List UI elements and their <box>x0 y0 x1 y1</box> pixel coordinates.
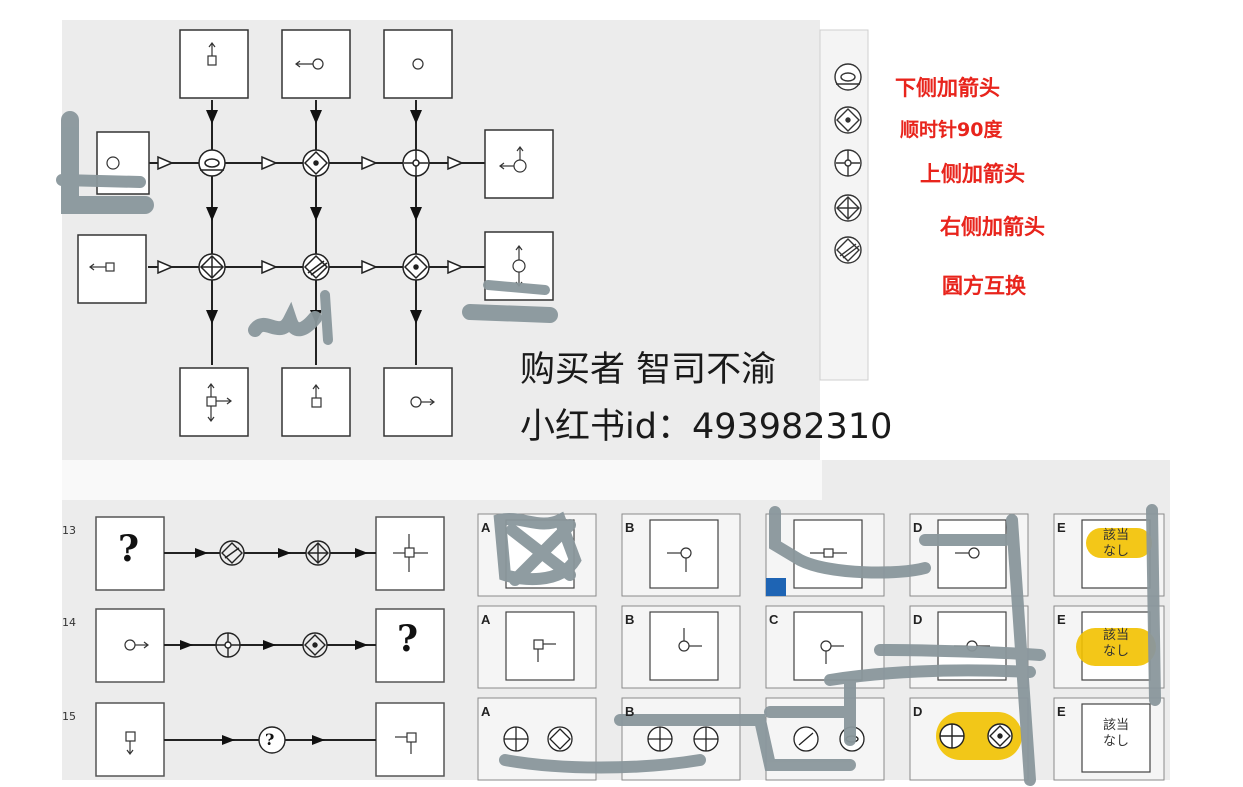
question-number-13: 13 <box>62 524 76 537</box>
top-box-3 <box>383 29 453 99</box>
q15-option-e[interactable]: E <box>1057 704 1066 719</box>
legend-symbols <box>834 63 862 264</box>
q14-option-b[interactable]: B <box>625 612 635 627</box>
q15-unknown-operator: ? <box>265 730 275 749</box>
left-box-2 <box>77 234 147 304</box>
right-arrowheads <box>157 155 464 275</box>
q14-option-a[interactable]: A <box>481 612 491 627</box>
q13-option-b[interactable]: B <box>625 520 635 535</box>
q15-option-d[interactable]: D <box>913 704 923 719</box>
top-box-2 <box>281 29 351 99</box>
grid-operators <box>198 149 430 281</box>
q13-option-e[interactable]: E <box>1057 520 1066 535</box>
watermark-buyer: 购买者 智司不渝 <box>520 350 777 390</box>
q13-none-label: 該当なし <box>1102 528 1129 559</box>
q15-none-label: 該当なし <box>1102 718 1129 749</box>
q14-option-d[interactable]: D <box>913 612 923 627</box>
legend-label-rotate: 顺时针90度 <box>900 119 1003 141</box>
top-box-1 <box>179 29 249 99</box>
q13-unknown-start: ? <box>118 528 140 570</box>
bottom-box-2 <box>281 367 351 437</box>
q13-start-box <box>95 516 165 591</box>
legend-label-down-arrow: 下侧加箭头 <box>895 76 1000 100</box>
question-number-15: 15 <box>62 710 76 723</box>
legend-label-up-arrow: 上侧加箭头 <box>920 162 1025 186</box>
q15-start-box <box>95 702 165 777</box>
bottom-box-1 <box>179 367 249 437</box>
q14-none-label: 該当なし <box>1102 628 1129 659</box>
q14-unknown-end: ? <box>397 618 419 660</box>
q14-option-e[interactable]: E <box>1057 612 1066 627</box>
bottom-box-3 <box>383 367 453 437</box>
q13-option-a[interactable]: A <box>481 520 491 535</box>
watermark-id: 小红书id：493982310 <box>520 407 893 447</box>
q13-end-box <box>375 516 445 591</box>
question-number-14: 14 <box>62 616 76 629</box>
q14-start-box <box>95 608 165 683</box>
legend-label-right-arrow: 右侧加箭头 <box>940 215 1045 239</box>
q15-option-a[interactable]: A <box>481 704 491 719</box>
legend-label-swap: 圆方互换 <box>942 274 1026 298</box>
q14-end-box <box>375 608 445 683</box>
q15-end-box <box>375 702 445 777</box>
right-box-1 <box>484 129 554 199</box>
q13-option-d[interactable]: D <box>913 520 923 535</box>
redaction-scribbles <box>56 111 558 345</box>
q14-option-c[interactable]: C <box>769 612 779 627</box>
q15-option-b[interactable]: B <box>625 704 635 719</box>
